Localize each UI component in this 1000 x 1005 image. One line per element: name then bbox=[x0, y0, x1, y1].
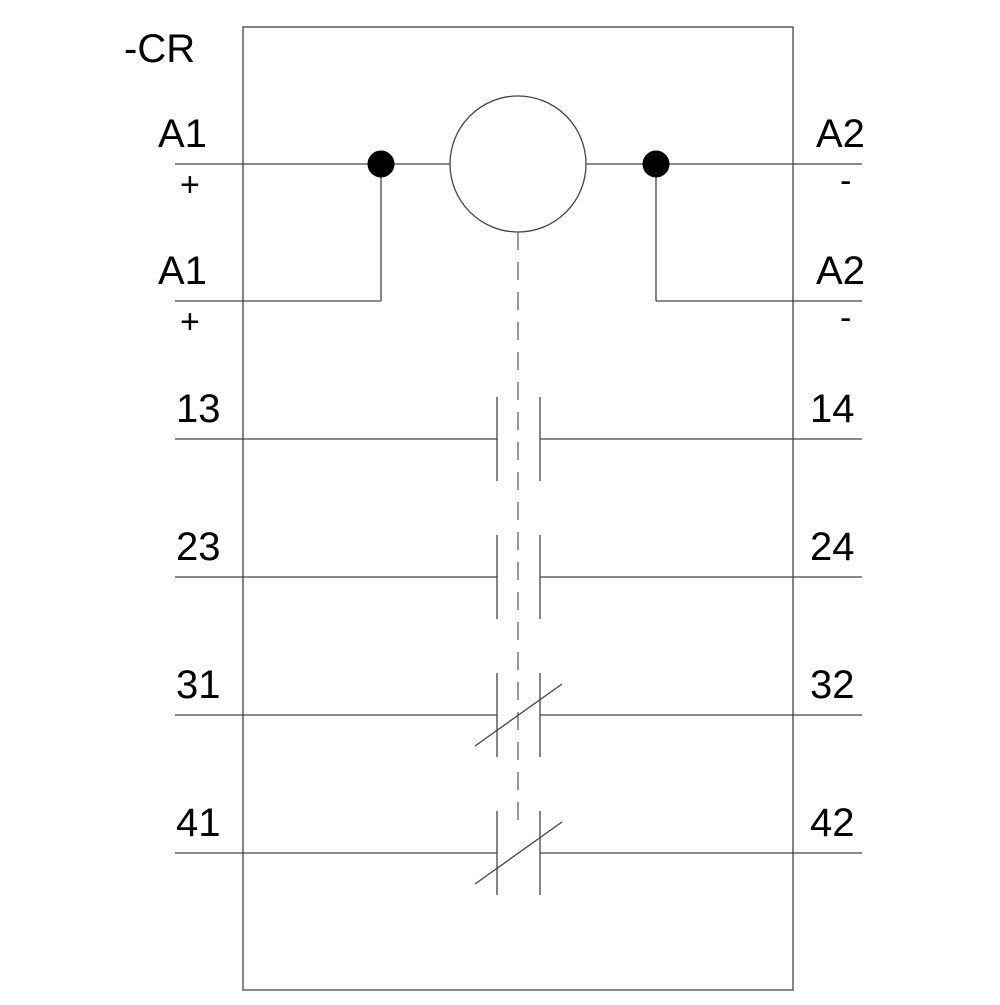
junction-dot-left bbox=[367, 150, 395, 178]
terminal-a2-bottom-polarity: - bbox=[840, 299, 852, 337]
junction-dot-right bbox=[642, 150, 670, 178]
contact-31-32-nc-slash bbox=[474, 683, 563, 747]
terminal-23-label: 23 bbox=[176, 525, 221, 569]
terminal-14-label: 14 bbox=[810, 387, 855, 431]
terminal-31-label: 31 bbox=[176, 663, 221, 707]
terminal-a1-bottom-label: A1 bbox=[158, 249, 207, 293]
terminal-a2-top-polarity: - bbox=[840, 162, 852, 200]
relay-coil bbox=[449, 95, 587, 233]
terminal-a2-top-label: A2 bbox=[816, 112, 865, 156]
terminal-24-label: 24 bbox=[810, 525, 855, 569]
device-tag: -CR bbox=[124, 27, 196, 71]
terminal-42-label: 42 bbox=[810, 801, 855, 845]
terminal-13-label: 13 bbox=[176, 387, 221, 431]
contact-41-42-nc-slash bbox=[474, 821, 563, 885]
terminal-a1-top-polarity: + bbox=[180, 166, 200, 204]
terminal-a1-top-label: A1 bbox=[158, 112, 207, 156]
device-enclosure bbox=[242, 26, 794, 991]
terminal-a1-bottom-polarity: + bbox=[180, 303, 200, 341]
terminal-41-label: 41 bbox=[176, 801, 221, 845]
terminal-a2-bottom-label: A2 bbox=[816, 249, 865, 293]
terminal-32-label: 32 bbox=[810, 663, 855, 707]
